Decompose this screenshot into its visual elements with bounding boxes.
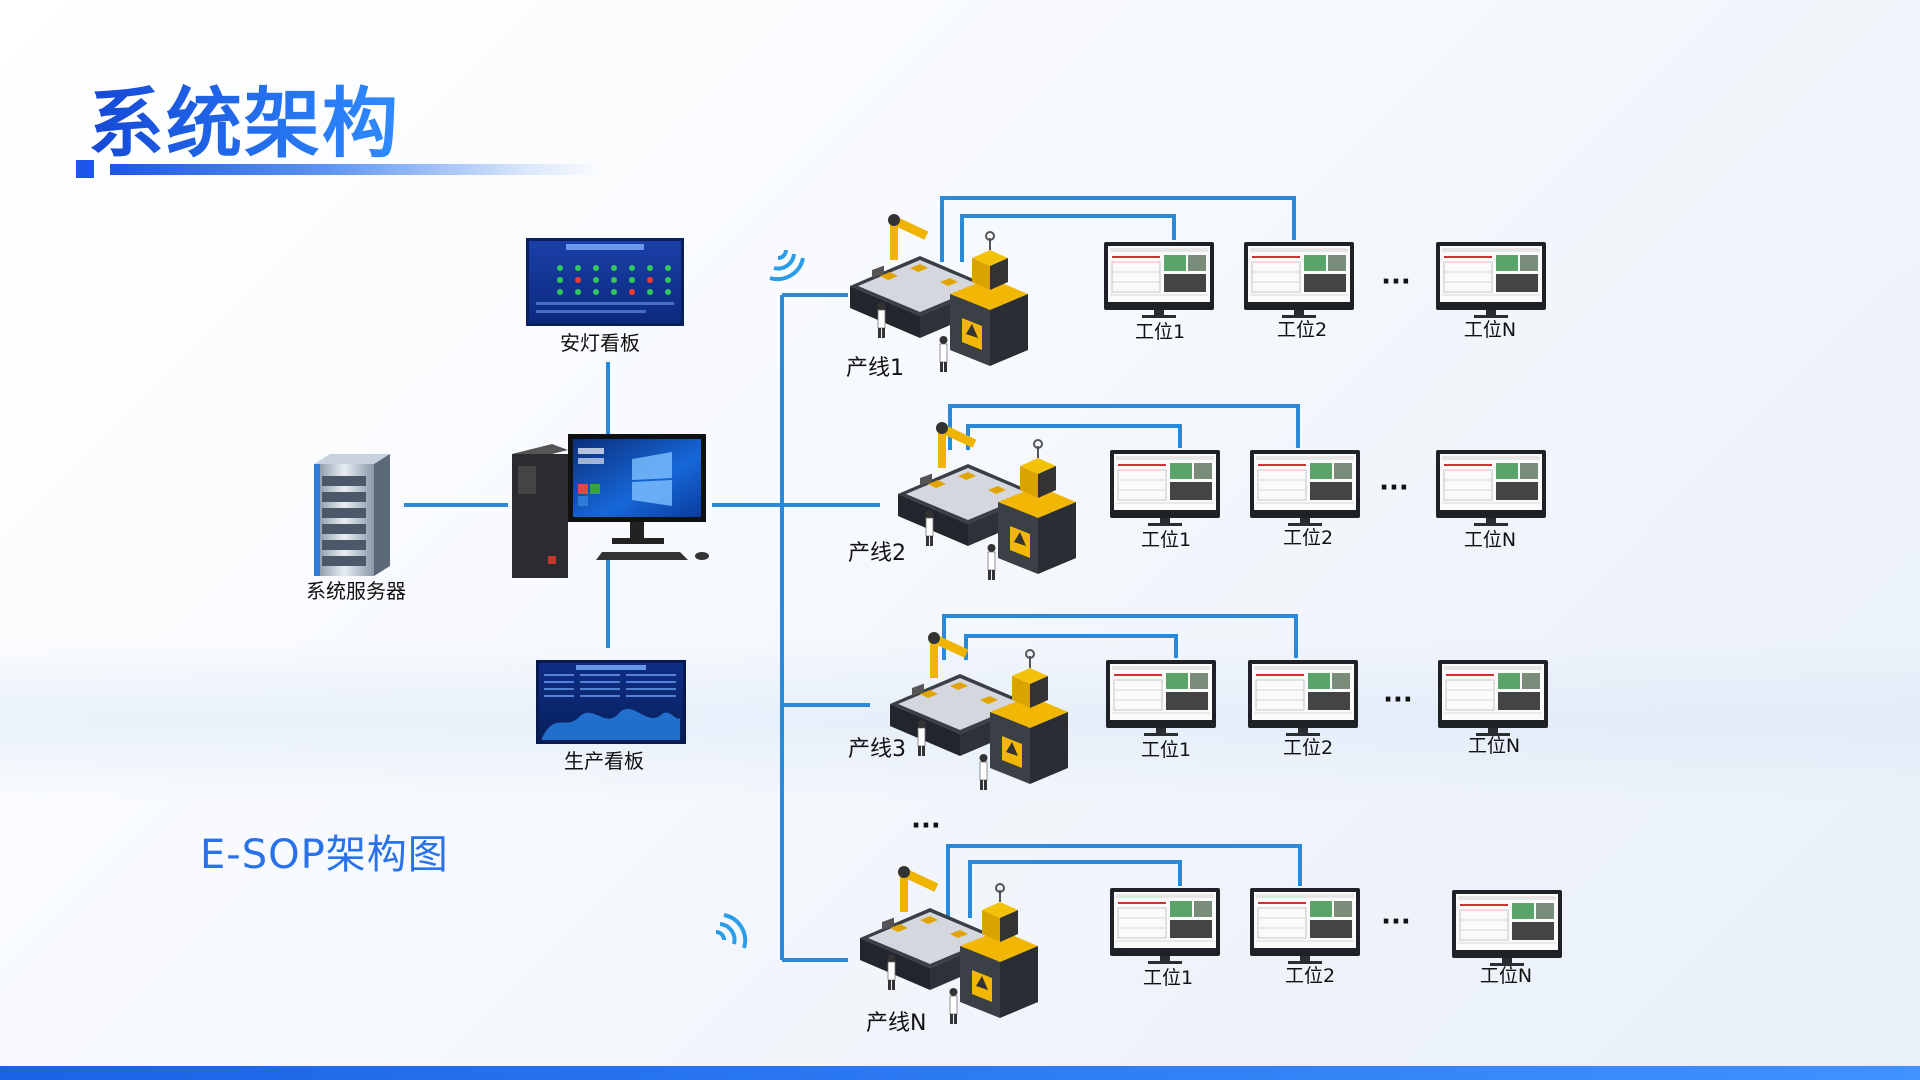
station-label: 工位2 xyxy=(1277,319,1327,341)
wifi-icon xyxy=(714,913,748,950)
station-monitor-icon xyxy=(1109,449,1221,527)
ellipsis: ··· xyxy=(1379,473,1409,503)
station-label: 工位1 xyxy=(1135,321,1185,343)
ellipsis: ··· xyxy=(1381,267,1411,297)
station-monitor-icon xyxy=(1243,241,1355,319)
station-label: 工位1 xyxy=(1141,739,1191,761)
production-machine-icon xyxy=(849,213,1029,373)
station-monitor-icon xyxy=(1105,659,1217,737)
station-monitor-icon xyxy=(1451,889,1563,967)
production-board-label: 生产看板 xyxy=(564,749,644,773)
station-monitor-icon xyxy=(1437,659,1549,737)
production-line-3: 产线3 工位1 工位2 工位N ··· xyxy=(848,631,1549,791)
production-machine-icon xyxy=(889,631,1069,791)
station-label: 工位2 xyxy=(1283,737,1333,759)
station-label: 工位N xyxy=(1468,735,1520,757)
bottom-accent-bar xyxy=(0,1066,1920,1080)
station-label: 工位1 xyxy=(1141,529,1191,551)
station-label: 工位N xyxy=(1480,965,1532,987)
station-label: 工位1 xyxy=(1143,967,1193,989)
station-monitor-icon xyxy=(1435,241,1547,319)
station-label: 工位2 xyxy=(1283,527,1333,549)
production-machine-icon xyxy=(897,421,1077,581)
station-label: 工位N xyxy=(1464,319,1516,341)
title-accent-square xyxy=(76,160,94,178)
production-line-2: 产线2 工位1 工位2 工位N ··· xyxy=(848,421,1547,581)
ellipsis: ··· xyxy=(1381,907,1411,937)
andon-board-label: 安灯看板 xyxy=(560,331,640,355)
server-icon xyxy=(314,454,390,576)
station-monitor-icon xyxy=(1249,887,1361,965)
page-title: 系统架构 xyxy=(88,62,400,172)
wifi-icon xyxy=(768,248,805,282)
line-label: 产线N xyxy=(866,1011,926,1036)
station-monitor-icon xyxy=(1249,449,1361,527)
station-label: 工位N xyxy=(1464,529,1516,551)
production-line-n: 产线N 工位1 工位2 工位N ··· xyxy=(859,865,1563,1036)
line-label: 产线3 xyxy=(848,737,906,762)
line-label: 产线2 xyxy=(848,541,906,566)
computer-icon xyxy=(512,434,709,578)
station-label: 工位2 xyxy=(1285,965,1335,987)
title-underline xyxy=(110,164,600,175)
station-monitor-icon xyxy=(1103,241,1215,319)
station-monitor-icon xyxy=(1435,449,1547,527)
diagram-caption: E-SOP架构图 xyxy=(200,832,449,878)
connector-lines xyxy=(404,196,1302,962)
server-label: 系统服务器 xyxy=(306,579,406,603)
ellipsis: ··· xyxy=(1383,685,1413,715)
station-monitor-icon xyxy=(1247,659,1359,737)
production-line-1: 产线1 工位1 工位2 工位N ··· xyxy=(846,213,1547,381)
more-lines-ellipsis: ··· xyxy=(911,811,941,841)
andon-board-icon xyxy=(526,238,684,326)
line-label: 产线1 xyxy=(846,356,904,381)
station-monitor-icon xyxy=(1109,887,1221,965)
production-board-icon xyxy=(536,660,686,744)
